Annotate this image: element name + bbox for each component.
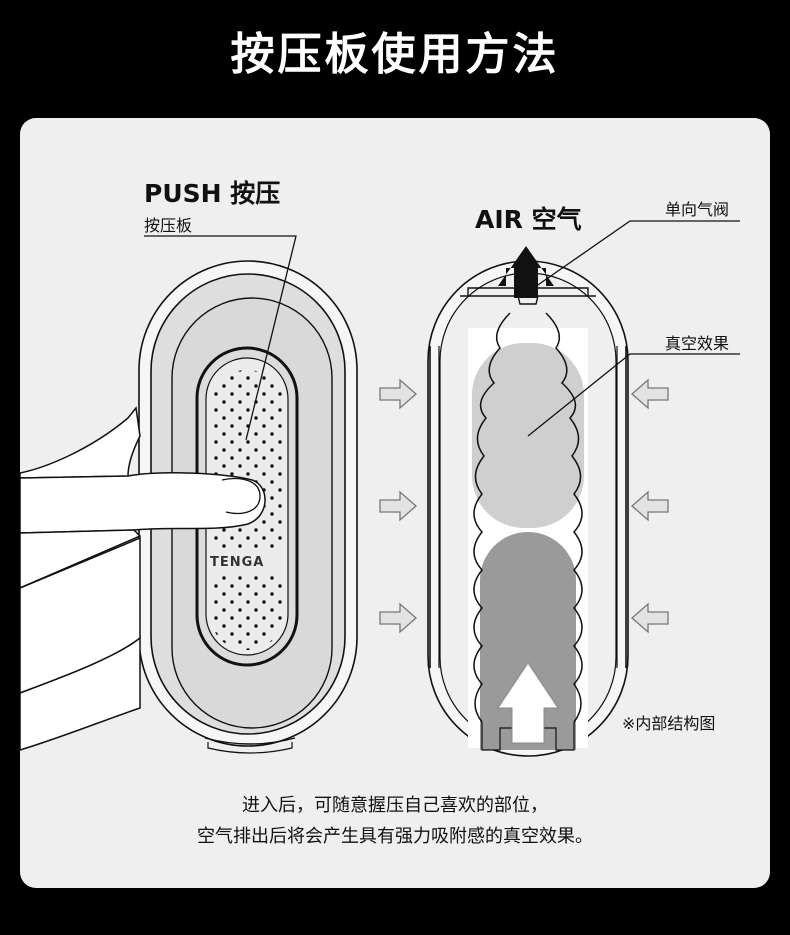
content-card: TENGA [20, 118, 770, 888]
description-line-1: 进入后，可随意握压自己喜欢的部位， [20, 790, 770, 821]
structure-note: ※内部结构图 [622, 710, 715, 734]
thumbnail [222, 479, 260, 514]
air-title: AIR 空气 [475, 200, 582, 236]
cross-section-illustration [428, 261, 628, 756]
valve-label: 单向气阀 [665, 196, 729, 220]
vacuum-label: 真空效果 [665, 330, 729, 354]
description-line-2: 空气排出后将会产生具有强力吸附感的真空效果。 [20, 821, 770, 852]
page-title: 按压板使用方法 [0, 18, 790, 82]
push-title: PUSH 按压 [144, 174, 280, 210]
push-plate-label: 按压板 [144, 212, 192, 236]
tenga-logo: TENGA [210, 555, 264, 570]
description: 进入后，可随意握压自己喜欢的部位， 空气排出后将会产生具有强力吸附感的真空效果。 [20, 790, 770, 852]
